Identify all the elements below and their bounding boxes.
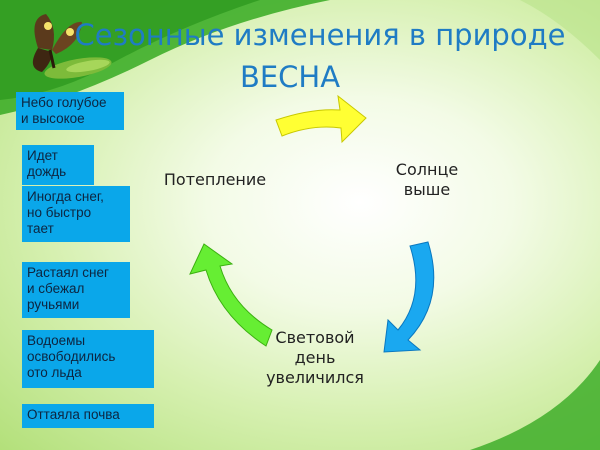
sign-soil: Оттаяла почва bbox=[22, 404, 154, 428]
page-subtitle: ВЕСНА bbox=[239, 60, 341, 94]
page-title: Сезонные изменения в природе bbox=[74, 18, 566, 52]
arrow-blue bbox=[383, 241, 435, 353]
cycle-label-warming: Потепление bbox=[163, 170, 267, 189]
sign-rain: Идет дождь bbox=[22, 145, 94, 185]
arrow-yellow bbox=[275, 94, 367, 144]
butterfly-icon bbox=[32, 14, 112, 79]
arrow-green bbox=[189, 243, 273, 347]
sign-sky: Небо голубое и высокое bbox=[16, 92, 124, 130]
sign-streams: Растаял снег и сбежал ручьями bbox=[22, 262, 130, 318]
sign-snow: Иногда снег, но быстро тает bbox=[22, 186, 130, 242]
cycle-label-day: Световой день увеличился bbox=[266, 328, 364, 387]
sign-ice: Водоемы освободились ото льда bbox=[22, 330, 154, 388]
cycle-label-sun: Солнце выше bbox=[395, 160, 459, 199]
